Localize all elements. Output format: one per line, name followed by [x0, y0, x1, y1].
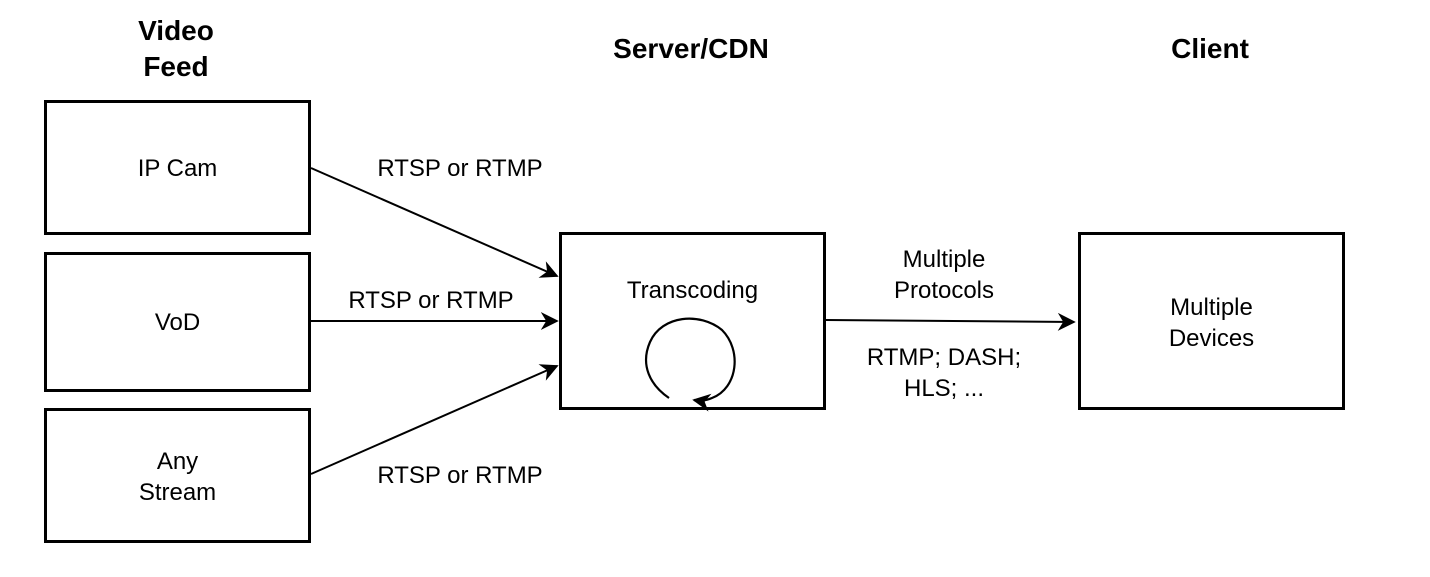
- multiple-devices-label-line1: Multiple: [1170, 294, 1253, 321]
- video-feed-header-line1: Video: [138, 15, 214, 46]
- output-protocols-line2: Protocols: [893, 277, 995, 304]
- vod-box: [44, 252, 311, 392]
- transcoding-loop-icon: [645, 317, 736, 412]
- video-feed-header-line2: Feed: [143, 51, 209, 82]
- output-protocols-line1: Multiple: [902, 246, 986, 273]
- output-formats-label: RTMP; DASH; HLS; ...: [844, 342, 1044, 404]
- any-stream-to-transcoding-arrow: [310, 364, 559, 475]
- server-cdn-header: Server/CDN: [613, 33, 769, 64]
- output-formats-line1: RTMP; DASH;: [866, 344, 1022, 371]
- any-stream-box: [44, 408, 311, 543]
- multiple-devices-label-line2: Devices: [1168, 325, 1255, 352]
- ip-cam-to-transcoding-arrow: [310, 167, 559, 278]
- ip-cam-box: [44, 100, 311, 235]
- transcoding-label: Transcoding: [626, 277, 759, 304]
- any-stream-protocol-label: RTSP or RTMP: [377, 462, 543, 489]
- vod-protocol-label: RTSP or RTMP: [348, 287, 514, 314]
- vod-label: VoD: [154, 309, 201, 336]
- output-formats-line2: HLS; ...: [903, 375, 985, 402]
- video-feed-header: Video Feed: [96, 13, 256, 85]
- any-stream-label: Any Stream: [44, 446, 311, 508]
- ip-cam-protocol-label: RTSP or RTMP: [377, 155, 543, 182]
- client-header: Client: [1171, 33, 1249, 64]
- ip-cam-label: IP Cam: [137, 155, 218, 182]
- any-stream-label-line1: Any: [156, 448, 199, 475]
- transcoding-to-devices-arrow: [825, 312, 1076, 331]
- output-protocols-label: Multiple Protocols: [854, 244, 1034, 306]
- any-stream-label-line2: Stream: [138, 479, 217, 506]
- multiple-devices-box: [1078, 232, 1345, 410]
- multiple-devices-label: Multiple Devices: [1078, 292, 1345, 354]
